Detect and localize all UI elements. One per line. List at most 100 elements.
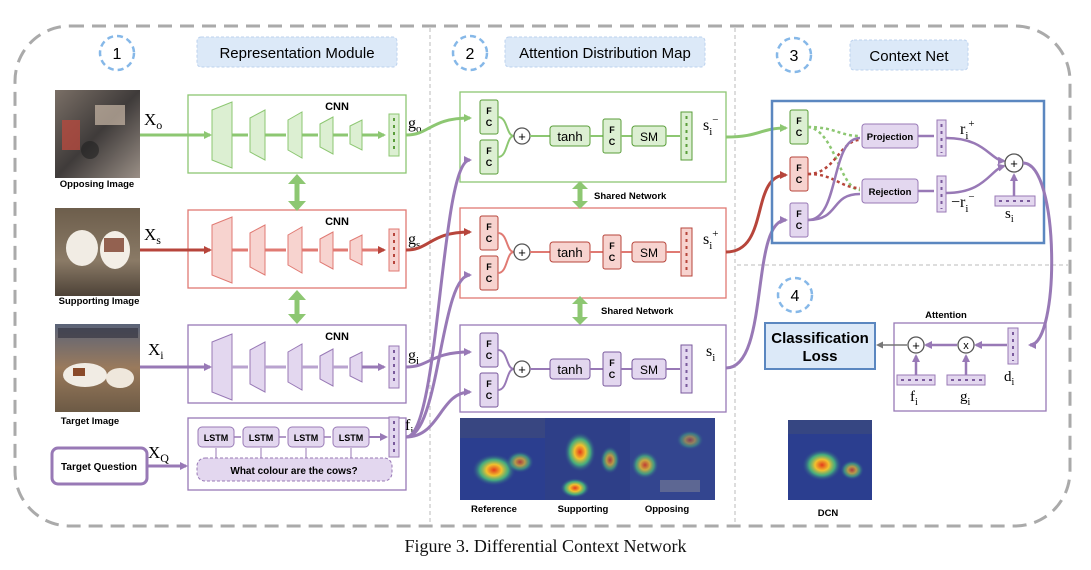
score-s-minus: si− (703, 114, 719, 138)
fc-merge-purple-1 (497, 349, 515, 370)
svg-text:Context Net: Context Net (869, 48, 949, 65)
context-fc-red: F C (789, 156, 809, 192)
shared-network-2: Shared Network (572, 296, 674, 325)
softmax-label-green: SM (640, 130, 658, 144)
conn-gs-attn (405, 228, 472, 252)
svg-text:C: C (796, 175, 803, 185)
context-si-vector (994, 173, 1036, 207)
section-title-representation: Representation Module (196, 36, 398, 68)
fc-label-red-3-b: C (609, 253, 616, 263)
rejection-box: Rejection (861, 178, 919, 204)
svg-text:Attention: Attention (925, 310, 967, 321)
fi-label: fi (910, 389, 918, 408)
svg-text:1: 1 (113, 46, 122, 63)
r-plus-vector (936, 119, 947, 157)
shared-arrow-cnn-1 (288, 174, 306, 211)
fc-label-purple-3-a: F (609, 358, 615, 368)
ctx-rplus-sum (945, 136, 1006, 165)
shared-network-1: Shared Network (572, 181, 667, 209)
svg-text:4: 4 (791, 288, 800, 305)
softmax-label-purple: SM (640, 363, 658, 377)
svg-text:Rejection: Rejection (869, 187, 912, 198)
svg-text:C: C (796, 128, 803, 138)
conn-s-minus (725, 124, 788, 139)
lstm-cell-1: LSTM (204, 433, 229, 443)
score-vector-red (680, 227, 693, 277)
fc-label-red-1-b: C (486, 234, 493, 244)
heatmap-reference (460, 418, 545, 500)
fc-label-purple-1-a: F (486, 339, 492, 349)
fc-label-green-2-b: C (486, 158, 493, 168)
svg-text:Attention Distribution Map: Attention Distribution Map (519, 45, 691, 62)
input-label-xq: XQ (148, 443, 169, 465)
heatmap-opposing (630, 418, 715, 500)
svg-text:Shared Network: Shared Network (601, 306, 674, 317)
feature-gi: gi (408, 347, 419, 367)
heatmap-dcn-label: DCN (818, 508, 839, 519)
r-minus-vector (936, 175, 947, 213)
section-3-number: 3 (775, 36, 813, 74)
section-title-context-net: Context Net (849, 39, 969, 71)
svg-text:CNN: CNN (325, 331, 349, 343)
input-label-xo: Xo (144, 110, 162, 132)
svg-text:Classification: Classification (771, 330, 869, 347)
heatmap-supporting-label: Supporting (558, 504, 609, 515)
question-text: What colour are the cows? (230, 466, 357, 477)
target-question-box: Target Question (50, 446, 149, 486)
attention-add-node: + (907, 336, 925, 354)
fc-label-purple-2-b: C (486, 391, 493, 401)
sum-node-label-red: + (518, 245, 526, 260)
conn-fi-attn-2 (405, 271, 472, 439)
svg-text:Shared Network: Shared Network (594, 191, 667, 202)
target-image (55, 324, 140, 412)
di-label: di (1004, 369, 1015, 388)
svg-text:F: F (796, 116, 802, 126)
softmax-label-red: SM (640, 246, 658, 260)
fc-merge-green-1 (497, 116, 515, 137)
tanh-label-green: tanh (557, 129, 582, 144)
conn-fi-attn-3 (405, 388, 472, 439)
conn-fi-attn-1 (405, 156, 472, 439)
heatmap-dcn (788, 420, 872, 500)
sum-node-label-purple: + (518, 362, 526, 377)
feature-fi: fi (405, 417, 413, 437)
lstm-block (187, 416, 407, 491)
supporting-image-label: Supporting Image (59, 296, 140, 307)
context-fc-green: F C (789, 109, 809, 145)
svg-text:F: F (796, 163, 802, 173)
r-plus-label: ri+ (960, 118, 975, 142)
score-vector-purple (680, 344, 693, 394)
context-fc-purple: F C (789, 202, 809, 238)
conn-s-plus (725, 171, 788, 254)
tanh-label-purple: tanh (557, 362, 582, 377)
svg-text:C: C (796, 221, 803, 231)
svg-text:+: + (1010, 156, 1018, 171)
context-sum-node: + (1004, 153, 1024, 173)
fc-merge-purple-2 (497, 368, 515, 391)
shared-arrow-cnn-2 (288, 290, 306, 324)
svg-text:Representation Module: Representation Module (219, 45, 374, 62)
score-s-i: si (706, 343, 715, 364)
opposing-image-label: Opposing Image (60, 179, 134, 190)
fc-label-purple-1-b: C (486, 351, 493, 361)
supporting-image (55, 208, 140, 296)
svg-text:CNN: CNN (325, 216, 349, 228)
svg-text:Target Question: Target Question (61, 462, 137, 473)
lstm-cell-3: LSTM (294, 433, 319, 443)
svg-text:Loss: Loss (802, 348, 837, 365)
cnn-block-opposing: CNN (140, 94, 407, 174)
fc-merge-red-1 (497, 232, 515, 253)
ctx-line-2 (807, 192, 861, 222)
heatmap-supporting (545, 418, 630, 500)
fc-merge-green-2 (497, 135, 515, 158)
section-2-number: 2 (451, 34, 489, 72)
fc-label-red-3-a: F (609, 241, 615, 251)
classification-loss-box: Classification Loss (764, 322, 876, 370)
lstm-cell-4: LSTM (339, 433, 364, 443)
outer-frame (13, 24, 1072, 528)
ctx-dot-3 (807, 138, 861, 176)
ctx-dot-1 (807, 125, 861, 138)
section-title-attention-map: Attention Distribution Map (504, 36, 706, 68)
